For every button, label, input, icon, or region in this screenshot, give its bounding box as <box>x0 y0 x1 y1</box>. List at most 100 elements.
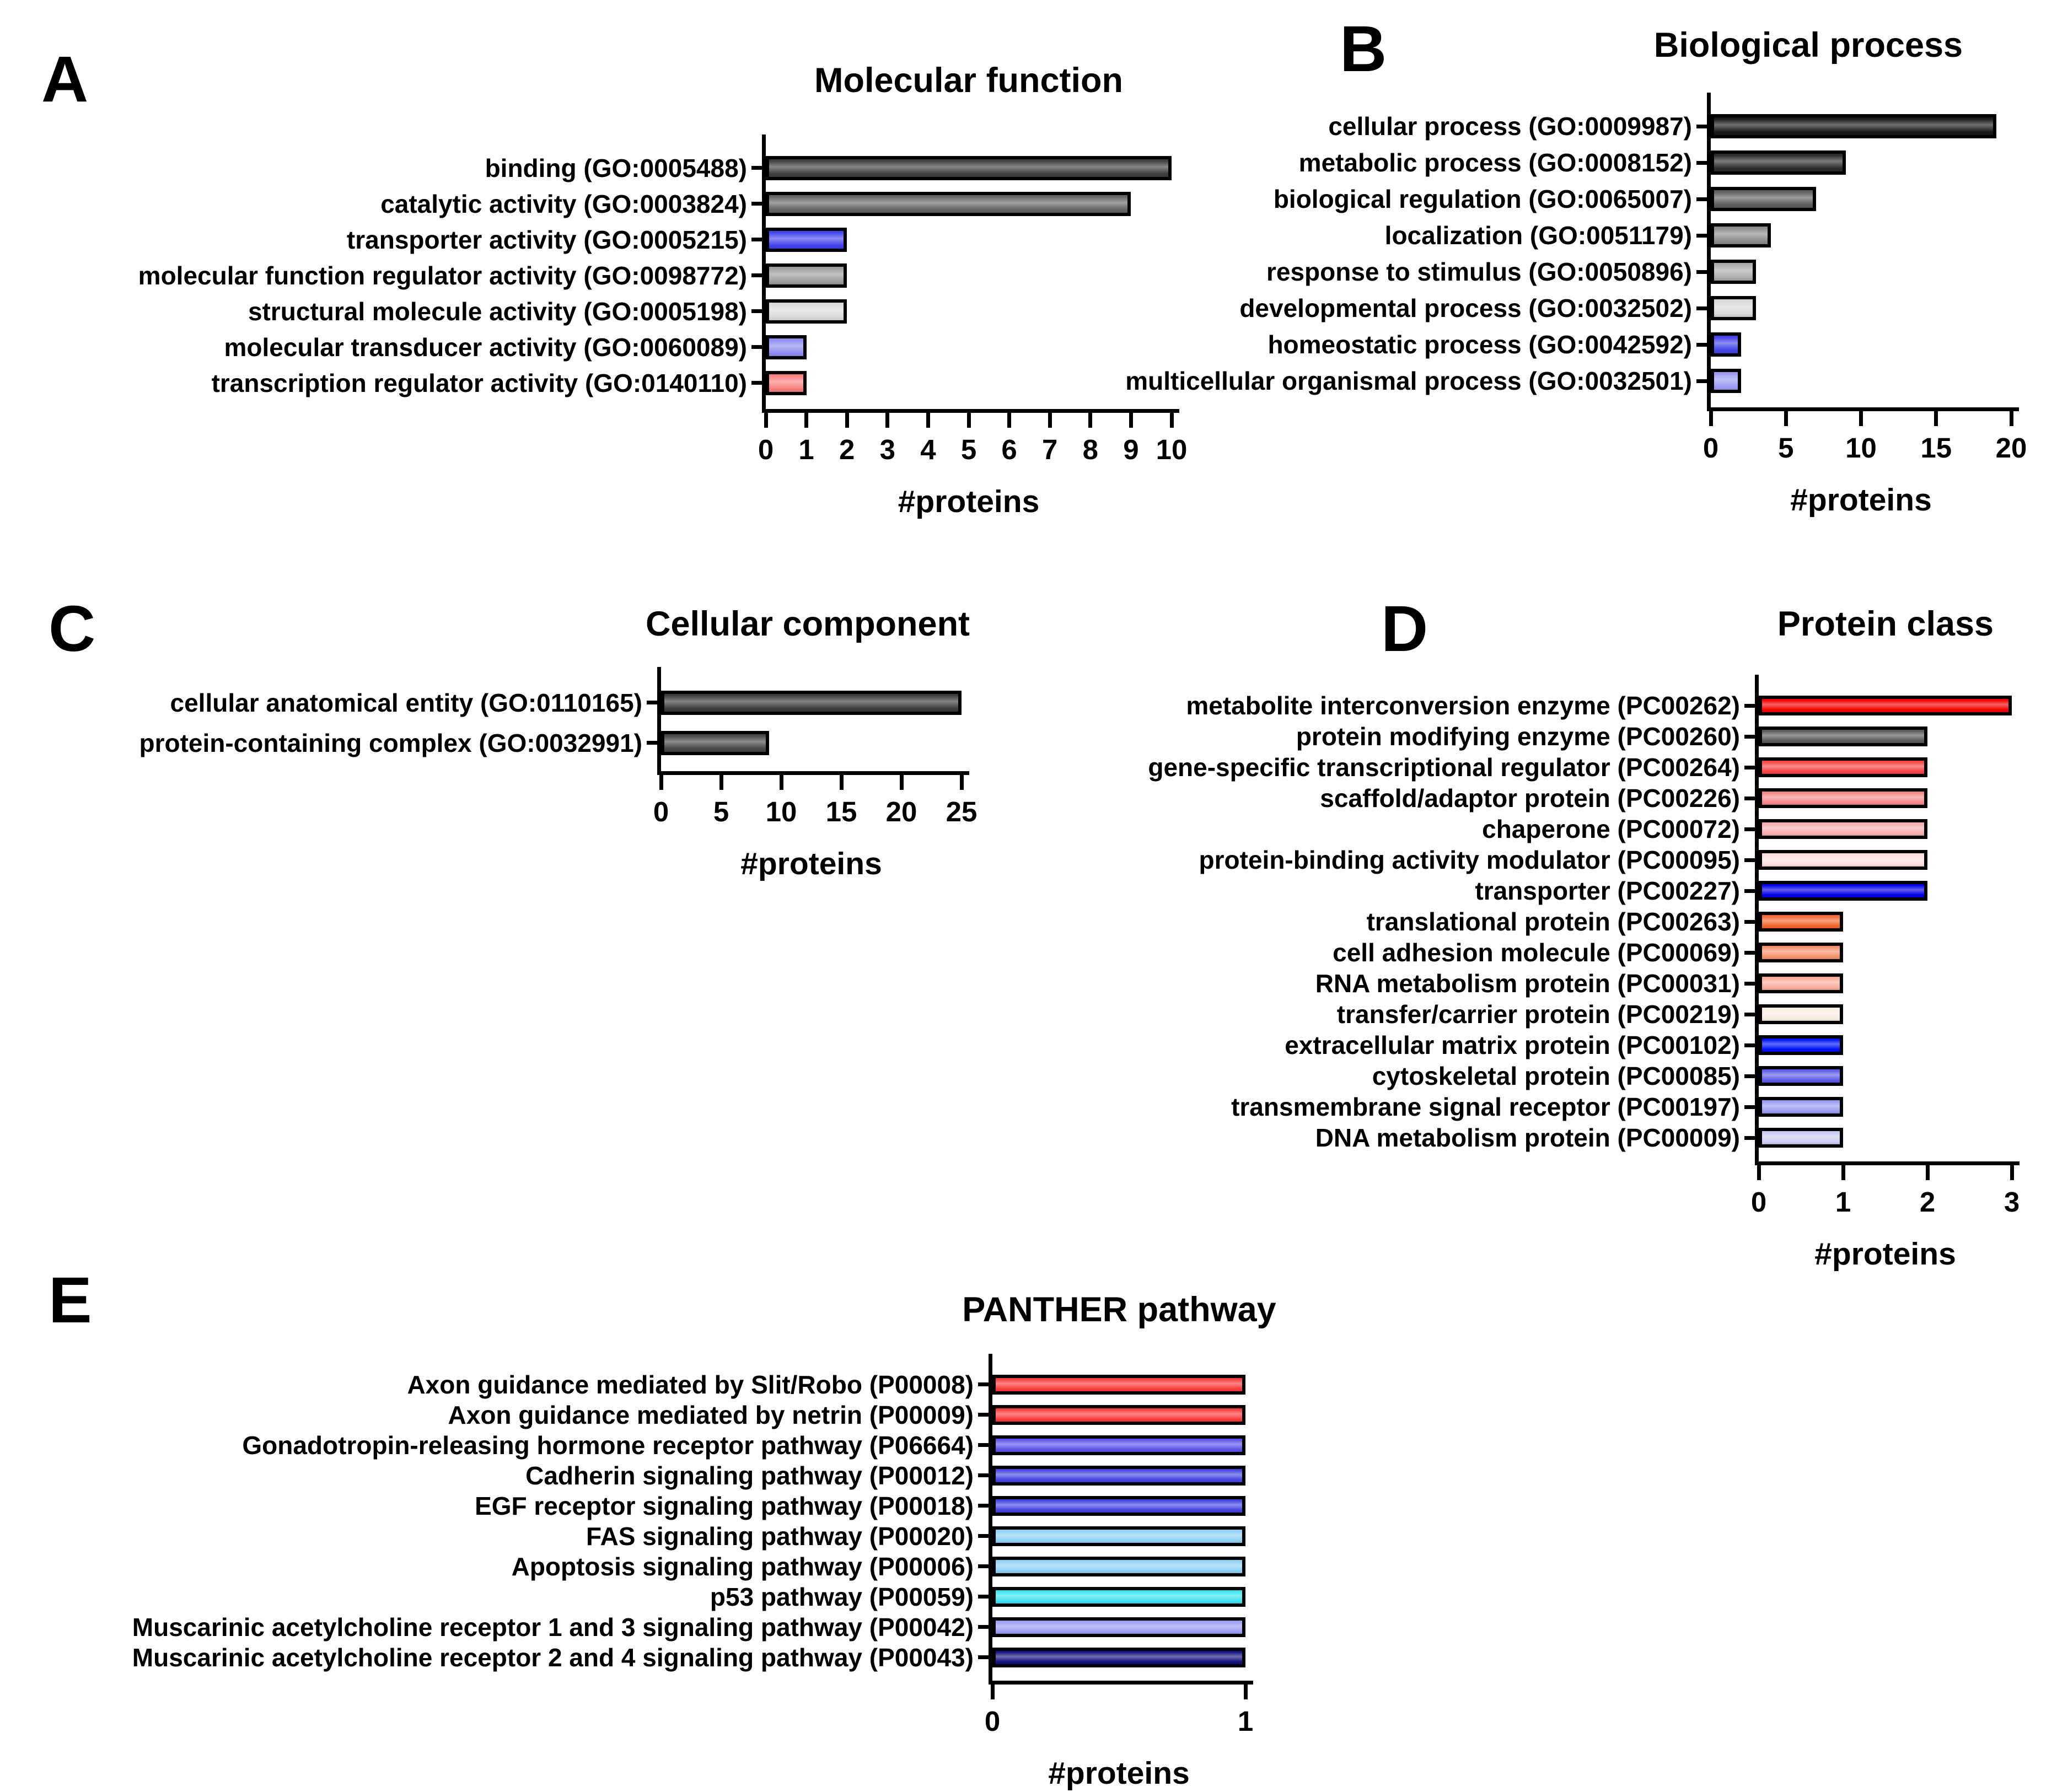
category-label: DNA metabolism protein (PC00009) <box>1315 1123 1740 1152</box>
category-tick <box>1696 124 1711 128</box>
category-tick <box>1744 858 1759 862</box>
chart-title: Protein class <box>1777 605 1994 643</box>
y-axis <box>989 1354 992 1685</box>
category-label: gene-specific transcriptional regulator … <box>1148 753 1740 782</box>
panel-letter-e: E <box>49 1264 92 1337</box>
bar <box>1711 223 1771 247</box>
x-axis-tick <box>1169 413 1174 428</box>
x-axis-tick <box>1048 413 1052 428</box>
x-axis-tick <box>1841 1165 1845 1180</box>
category-label: catalytic activity (GO:0003824) <box>380 189 747 218</box>
bar <box>661 690 962 715</box>
category-label: transporter (PC00227) <box>1475 876 1740 905</box>
bar <box>1759 819 1927 839</box>
panel-letter-b: B <box>1340 13 1387 85</box>
category-label: chaperone (PC00072) <box>1482 815 1740 843</box>
category-label: Apoptosis signaling pathway (P00006) <box>511 1552 974 1581</box>
category-label: transcription regulator activity (GO:014… <box>211 368 747 397</box>
category-label: cytoskeletal protein (PC00085) <box>1372 1062 1740 1090</box>
bar <box>1759 727 1927 746</box>
category-tick <box>1744 827 1759 831</box>
bar <box>1711 187 1816 211</box>
category-label: cell adhesion molecule (PC00069) <box>1333 938 1740 967</box>
x-axis-tick-label: 1 <box>1237 1705 1254 1737</box>
panel-letter-c: C <box>49 593 96 665</box>
panel-letter-a: A <box>41 43 89 116</box>
x-axis-tick <box>1088 413 1093 428</box>
category-label: FAS signaling pathway (P00020) <box>586 1521 974 1551</box>
category-label: localization (GO:0051179) <box>1384 221 1692 250</box>
category-label: Gonadotropin-releasing hormone receptor … <box>242 1430 974 1460</box>
bar <box>1759 881 1927 901</box>
category-tick <box>1744 796 1759 800</box>
y-axis <box>1707 93 1711 411</box>
x-axis-tick-label: 2 <box>1919 1186 1936 1218</box>
category-label: Axon guidance mediated by netrin (P00009… <box>448 1400 974 1429</box>
x-axis <box>989 1681 1253 1685</box>
bar <box>766 335 807 359</box>
bar <box>1711 296 1756 320</box>
x-axis-tick <box>1925 1165 1930 1180</box>
x-axis-tick <box>990 1685 995 1699</box>
bar <box>992 1526 1245 1546</box>
bar <box>1759 850 1927 870</box>
x-axis-tick-label: 7 <box>1042 434 1058 465</box>
category-label: metabolic process (GO:0008152) <box>1298 148 1692 177</box>
bar <box>661 730 770 755</box>
x-axis-tick-label: 2 <box>839 434 855 465</box>
x-axis-tick-label: 0 <box>758 434 774 465</box>
x-axis <box>657 771 969 775</box>
x-axis-tick <box>1129 413 1133 428</box>
x-axis-tick-label: 4 <box>920 434 936 465</box>
x-axis-tick <box>1709 411 1713 426</box>
x-axis-tick <box>2009 411 2013 426</box>
bar <box>766 191 1131 216</box>
bar <box>1759 1097 1843 1117</box>
x-axis-tick <box>926 413 930 428</box>
bar <box>1759 1035 1843 1055</box>
category-tick <box>1744 981 1759 986</box>
category-tick <box>1744 889 1759 893</box>
category-tick <box>978 1413 992 1417</box>
category-tick <box>1696 379 1711 383</box>
category-label: structural molecule activity (GO:0005198… <box>248 297 747 326</box>
category-label: protein-containing complex (GO:0032991) <box>139 728 642 757</box>
category-tick <box>647 741 661 745</box>
bar <box>992 1404 1245 1425</box>
category-label: developmental process (GO:0032502) <box>1239 294 1692 322</box>
x-axis-tick <box>2010 1165 2014 1180</box>
bar <box>992 1435 1245 1455</box>
chart-title: PANTHER pathway <box>962 1290 1276 1329</box>
category-label: Cadherin signaling pathway (P00012) <box>525 1461 974 1490</box>
x-axis <box>762 409 1179 413</box>
x-axis-title: #proteins <box>740 846 882 881</box>
bar <box>1759 696 2012 715</box>
category-label: cellular anatomical entity (GO:0110165) <box>170 688 642 717</box>
x-axis-tick-label: 1 <box>1835 1186 1851 1218</box>
x-axis-tick-label: 3 <box>2004 1186 2020 1218</box>
x-axis-tick-label: 1 <box>798 434 814 465</box>
category-tick <box>978 1473 992 1477</box>
bar <box>1759 973 1843 993</box>
x-axis-tick <box>1784 411 1788 426</box>
x-axis-title: #proteins <box>1790 482 1932 518</box>
category-tick <box>751 381 766 385</box>
x-axis-tick <box>719 775 723 790</box>
category-tick <box>1744 950 1759 955</box>
category-tick <box>978 1655 992 1659</box>
x-axis-tick-label: 9 <box>1123 434 1139 465</box>
bar <box>992 1374 1245 1395</box>
category-tick <box>751 309 766 313</box>
category-tick <box>978 1504 992 1508</box>
category-tick <box>1744 919 1759 924</box>
x-axis-tick <box>1007 413 1012 428</box>
bar <box>1759 1066 1843 1086</box>
category-label: protein modifying enzyme (PC00260) <box>1296 722 1740 751</box>
bar <box>1711 150 1846 175</box>
bar <box>1759 912 1843 932</box>
category-tick <box>1696 160 1711 165</box>
category-tick <box>1696 197 1711 201</box>
x-axis-tick <box>899 775 904 790</box>
y-axis <box>1755 675 1759 1165</box>
x-axis-tick-label: 15 <box>1920 432 1952 464</box>
